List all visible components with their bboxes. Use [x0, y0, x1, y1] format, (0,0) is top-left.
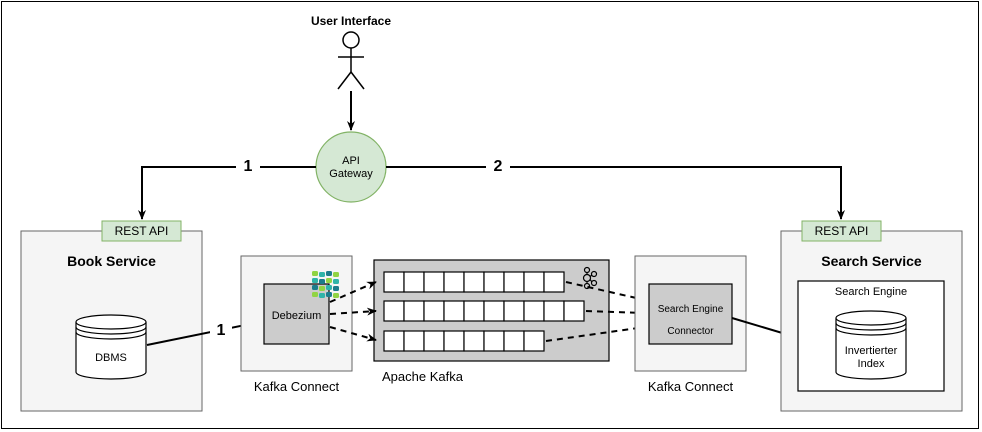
flow-label-2: 2 — [486, 158, 510, 176]
book-service-title: Book Service — [67, 253, 156, 269]
kafka-topic-cell — [483, 330, 505, 352]
search-engine-connector-line2: Connector — [667, 326, 714, 337]
search-engine-title: Search Engine — [834, 286, 908, 298]
kafka-logo-icon — [582, 266, 598, 290]
debezium-to-kafka-arrows — [329, 281, 377, 342]
kafka-topic-cell — [423, 271, 445, 293]
kafka-topic-cell — [543, 271, 565, 293]
db-flow-label-1: 1 — [210, 322, 232, 340]
kafka-connect-left-caption: Kafka Connect — [253, 379, 340, 394]
kafka-topic-cell — [383, 271, 405, 293]
inverted-index-line2: Index — [857, 358, 885, 370]
kafka-topic-cell — [403, 300, 425, 322]
kafka-topic-queue — [383, 271, 565, 293]
search-engine-connector-label: Search Engine Connector — [649, 299, 732, 343]
search-service-rest-api-label: REST API — [814, 224, 869, 238]
kafka-topic-cell — [443, 300, 465, 322]
kafka-topic-cell — [483, 271, 505, 293]
kafka-topic-cell — [543, 300, 565, 322]
kafka-topic-cell — [523, 271, 545, 293]
search-engine-connector-line1: Search Engine — [657, 304, 724, 315]
book-service-rest-api-label: REST API — [114, 224, 169, 238]
kafka-topic-queue — [383, 300, 585, 322]
dbms-label: DBMS — [95, 352, 127, 364]
gateway-to-search-service-arrow — [386, 166, 845, 220]
kafka-topic-cell — [563, 300, 585, 322]
api-gateway-label-line2: Gateway — [329, 168, 373, 180]
search-service-title: Search Service — [821, 253, 922, 269]
kafka-topics — [383, 271, 585, 352]
kafka-topic-cell — [523, 300, 545, 322]
dbms-cylinder-icon — [75, 314, 147, 380]
kafka-topic-cell — [403, 330, 425, 352]
flow-label-1: 1 — [236, 158, 260, 176]
debezium-box[interactable] — [263, 283, 330, 345]
kafka-connect-right-caption: Kafka Connect — [647, 379, 734, 394]
debezium-label: Debezium — [271, 310, 322, 322]
kafka-topic-cell — [503, 330, 525, 352]
kafka-topic-cell — [463, 300, 485, 322]
kafka-topic-cell — [483, 300, 505, 322]
kafka-topic-cell — [383, 300, 405, 322]
kafka-topic-cell — [423, 300, 445, 322]
kafka-topic-cell — [503, 271, 525, 293]
kafka-topic-cell — [443, 271, 465, 293]
kafka-topic-cell — [443, 330, 465, 352]
kafka-topic-cell — [423, 330, 445, 352]
api-gateway-label: API Gateway — [316, 155, 386, 181]
kafka-topic-queue — [383, 330, 545, 352]
inverted-index-cylinder-icon — [835, 310, 907, 380]
search-engine-connector-box[interactable] — [648, 283, 733, 345]
kafka-topic-cell — [403, 271, 425, 293]
inverted-index-line1: Invertierter — [844, 345, 898, 357]
kafka-topic-cell — [503, 300, 525, 322]
user-interface-label: User Interface — [310, 14, 392, 28]
inverted-index-label: Invertierter Index — [836, 345, 906, 371]
gateway-to-book-service-arrow — [138, 166, 316, 220]
kafka-topic-cell — [523, 330, 545, 352]
debezium-logo-icon — [312, 271, 339, 298]
book-service-rest-api-badge[interactable] — [101, 220, 182, 242]
user-interface-actor-icon — [337, 31, 365, 90]
kafka-topic-cell — [463, 330, 485, 352]
kafka-topic-cell — [463, 271, 485, 293]
api-gateway-label-line1: API — [342, 155, 360, 167]
kafka-topic-cell — [383, 330, 405, 352]
apache-kafka-caption: Apache Kafka — [382, 369, 463, 384]
search-service-rest-api-badge[interactable] — [801, 220, 882, 242]
